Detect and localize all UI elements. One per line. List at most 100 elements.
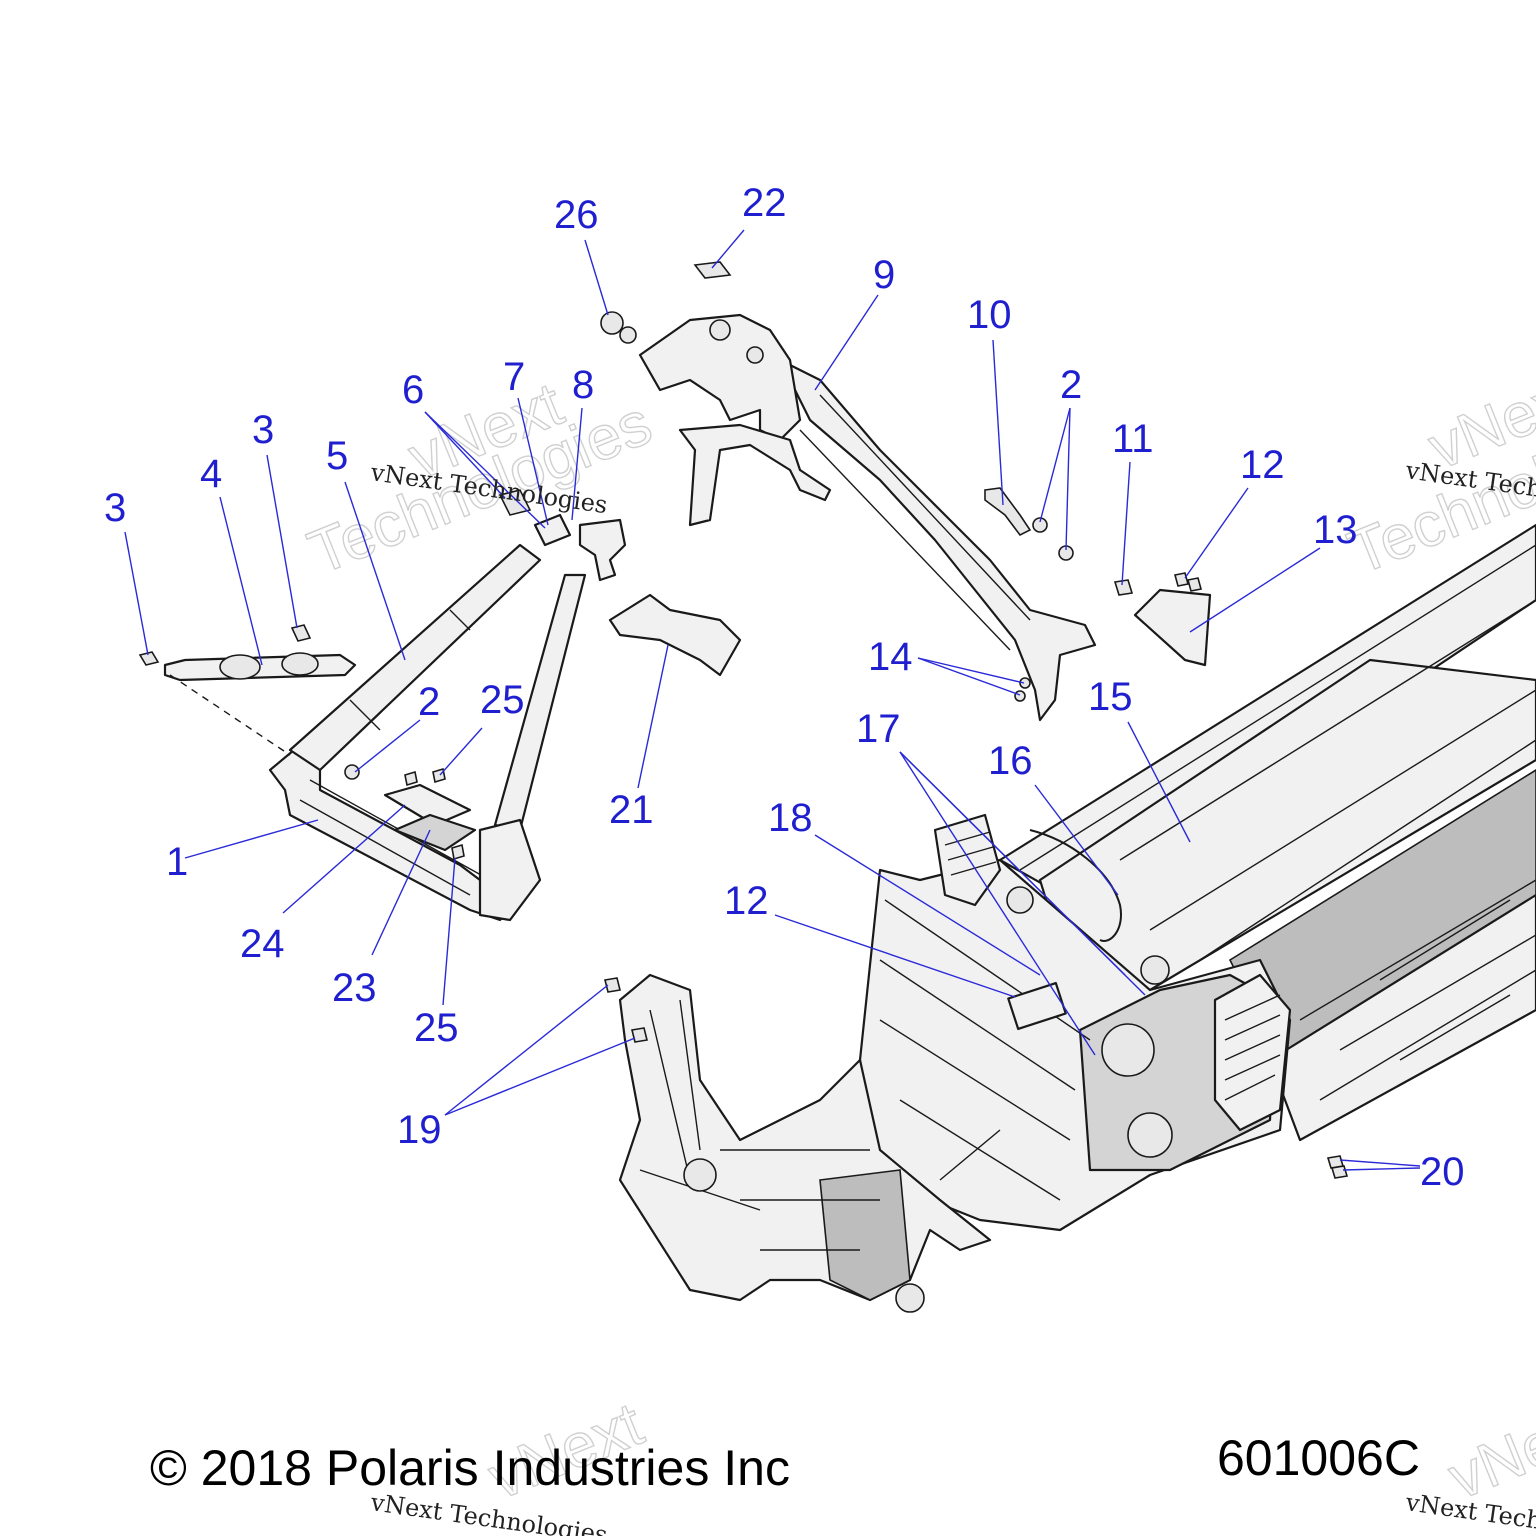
bulkhead-inner-lines [879, 899, 1091, 1201]
leader-line [584, 239, 609, 316]
bolt-3 [138, 651, 160, 666]
leader-lines [124, 229, 1421, 1171]
bulkhead-bearing-hole [1101, 1023, 1155, 1077]
leader-line [444, 1037, 636, 1116]
callout-25: 25 [480, 678, 525, 722]
callout-22: 22 [742, 181, 787, 225]
leader-line [124, 531, 149, 656]
leader-line [266, 454, 298, 629]
clip-bracket-12 [1007, 981, 1067, 1031]
leader-line [424, 411, 506, 499]
bulkhead-bearing-hole [1127, 1112, 1173, 1158]
callout-5: 5 [326, 434, 348, 478]
bolt-3 [290, 624, 312, 642]
leader-line [344, 481, 406, 661]
leader-line [814, 834, 1041, 976]
leader-line [637, 644, 669, 789]
screw-12 [1187, 577, 1202, 592]
callout-23: 23 [332, 966, 377, 1010]
steering-hoop-legs [678, 423, 832, 527]
mount-plate-24 [383, 783, 472, 827]
callout-15: 15 [1088, 675, 1133, 719]
leader-line [1127, 721, 1191, 843]
leader-line [917, 657, 1021, 696]
cable-16 [1029, 829, 1122, 942]
misc-hardware [498, 261, 1349, 1179]
leader-line [219, 496, 263, 666]
leader-line [1034, 784, 1119, 896]
leader-line [1339, 1159, 1421, 1167]
leader-line [354, 719, 421, 773]
callout-7: 7 [503, 355, 525, 399]
screw-20 [1330, 1165, 1349, 1179]
callout-14: 14 [868, 635, 913, 679]
front-frame-lines [639, 999, 880, 1251]
callout-labels: 1 2 2 3 3 4 5 6 7 8 9 10 11 12 12 13 14 … [104, 181, 1465, 1194]
callout-2: 2 [1060, 363, 1082, 407]
callout-13: 13 [1313, 508, 1358, 552]
screw-12 [1174, 572, 1189, 587]
callout-19: 19 [397, 1108, 442, 1152]
hose-clamp-26 [619, 326, 637, 344]
leader-line [1121, 461, 1131, 586]
leader-line [711, 229, 745, 269]
bracket-23 [393, 813, 477, 852]
leader-line [1184, 487, 1249, 579]
leader-line [774, 914, 1016, 998]
callout-12: 12 [1240, 443, 1285, 487]
leader-line [424, 411, 546, 529]
leader-line [444, 984, 609, 1116]
front-strut-tube-5 [288, 543, 542, 772]
drawing-number: 601006C [1217, 1430, 1420, 1486]
callout-6: 6 [402, 368, 424, 412]
nut-2 [1032, 517, 1048, 533]
screw-14 [1014, 690, 1026, 702]
tunnel-edge-lines [1019, 544, 1536, 961]
bolt-10 [984, 487, 1032, 537]
front-strut-tube-shade [349, 609, 471, 731]
callout-24: 24 [240, 922, 285, 966]
hose-clamp-26 [600, 311, 624, 335]
callout-8: 8 [572, 363, 594, 407]
callout-11: 11 [1112, 417, 1154, 461]
leader-line [282, 804, 406, 914]
nut-2 [344, 764, 360, 780]
callout-12: 12 [724, 879, 769, 923]
chassis-assembly [618, 523, 1536, 1313]
leader-line [1342, 1167, 1421, 1171]
callout-26: 26 [554, 193, 599, 237]
screw-19 [604, 977, 621, 993]
leader-line [1065, 407, 1071, 551]
callout-3: 3 [104, 486, 126, 530]
tunnel-lower-rail [1268, 893, 1536, 1142]
callout-9: 9 [873, 253, 895, 297]
tie-rod-sleeve [219, 654, 261, 680]
bulkhead-vent-slots [1224, 994, 1281, 1101]
leader-line [1189, 547, 1321, 633]
cover-13 [1133, 588, 1212, 667]
hoop-head-hole [746, 346, 764, 364]
linkage-8 [578, 518, 627, 582]
tie-rod-sleeve [281, 652, 319, 676]
callout-10: 10 [967, 293, 1012, 337]
bulkhead-vent-plate [1213, 973, 1292, 1132]
screw-14 [1019, 677, 1031, 689]
decal-22 [693, 261, 732, 279]
callout-16: 16 [988, 739, 1033, 783]
hoop-detail-lines [799, 394, 1031, 651]
leader-line [439, 727, 483, 776]
callout-18: 18 [768, 796, 813, 840]
callout-3: 3 [252, 408, 274, 452]
front-upright-lower [478, 818, 542, 922]
leader-line [899, 751, 1126, 976]
front-frame-shade [819, 1169, 911, 1301]
copyright-notice: © 2018 Polaris Industries Inc [150, 1440, 790, 1496]
steering-post-cylinder [1006, 886, 1034, 914]
leader-line [371, 829, 431, 956]
leader-line [571, 407, 583, 521]
tunnel-cooler-slots [1299, 879, 1536, 1101]
clip-11 [1113, 579, 1134, 596]
steering-hoop-tube [778, 358, 1097, 722]
callout-20: 20 [1420, 1150, 1465, 1194]
